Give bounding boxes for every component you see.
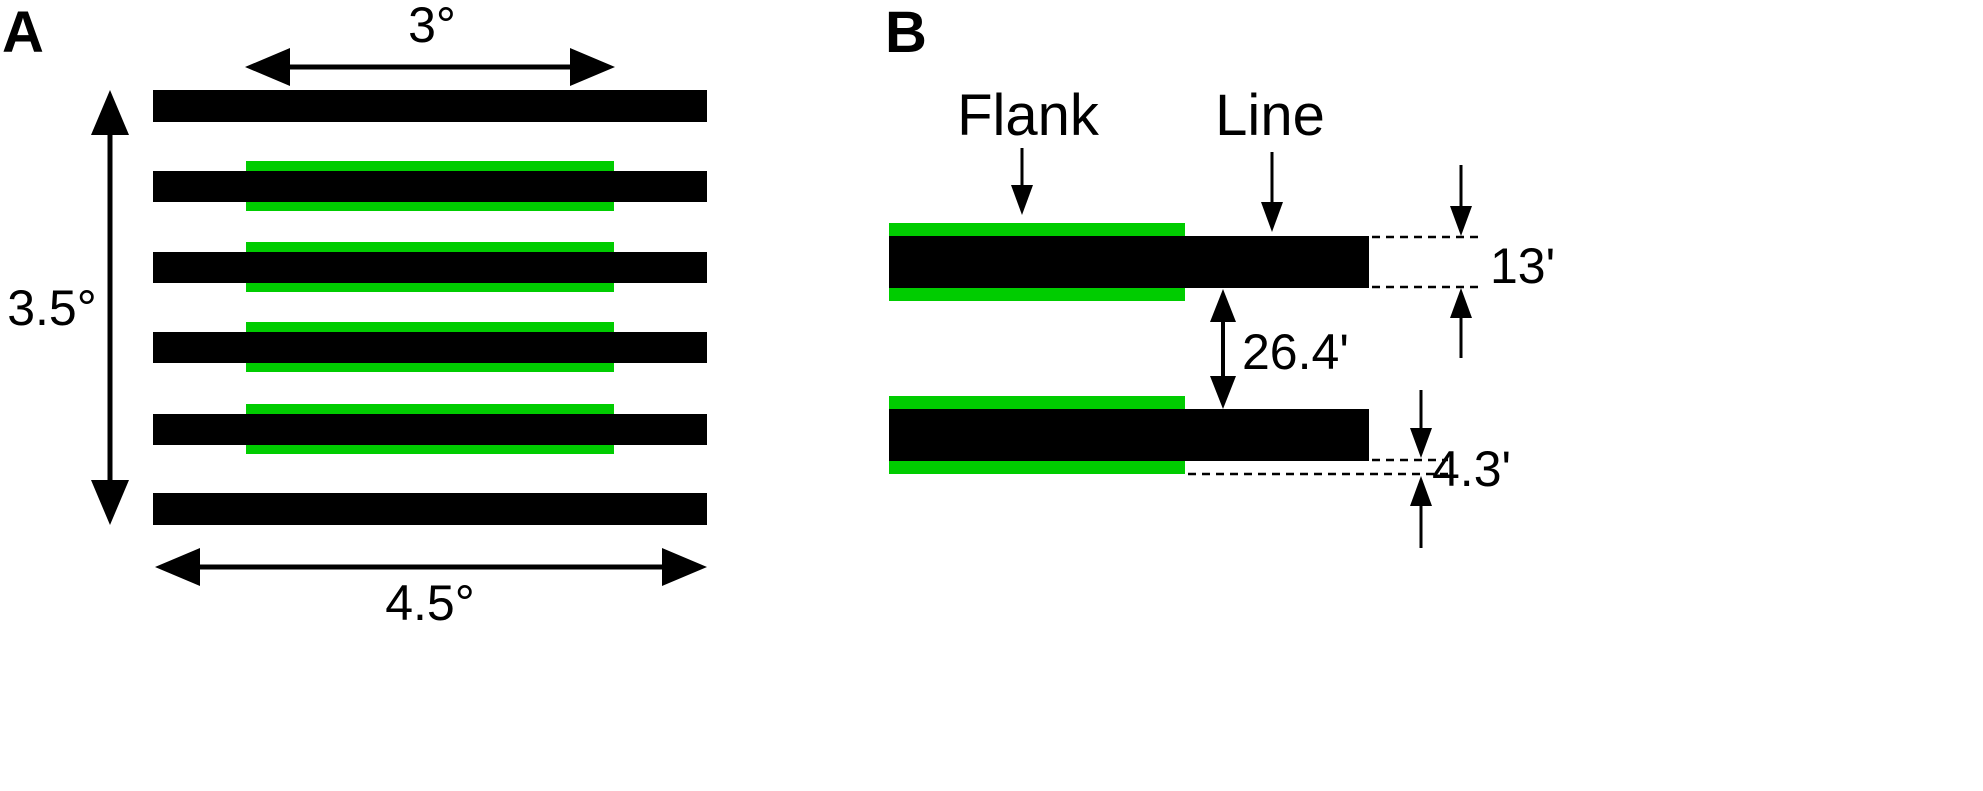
line-label: Line [1215,83,1325,148]
flank-width-arrows [1410,390,1432,548]
line-5 [153,414,707,445]
lower-line [889,409,1369,461]
upper-line [889,236,1369,288]
flank-label: Flank [957,83,1100,148]
line-width-label: 13' [1490,238,1555,294]
flank-width-guides [1188,458,1448,476]
flank-width-arrow [245,48,615,86]
line-3 [153,252,707,283]
lower-flanked-line [889,396,1369,474]
flanked-line-3 [153,242,707,292]
flanked-line-2 [153,161,707,211]
line-width-arrows [1450,165,1472,358]
line-1 [153,90,707,122]
flank-pointer-arrow [1011,148,1033,215]
flank-width-label: 3° [408,0,456,53]
line-pointer-arrow [1261,152,1283,232]
height-arrow [91,90,129,525]
line-width-guides [1372,235,1482,289]
spacing-arrow [1210,289,1236,409]
panel-a: A 3° 3.5° [2,0,707,631]
line-6 [153,493,707,525]
panel-b: B Flank Line [885,0,1555,548]
panel-a-label: A [2,0,44,65]
height-label: 3.5° [7,280,97,336]
panel-b-label: B [885,0,927,65]
flanked-line-5 [153,404,707,454]
spacing-label: 26.4' [1242,324,1349,380]
flank-width-b-label: 4.3' [1432,441,1511,497]
line-4 [153,332,707,363]
total-width-arrow [155,548,707,586]
line-2 [153,171,707,202]
upper-flanked-line [889,223,1369,301]
total-width-label: 4.5° [385,575,475,631]
flanked-line-4 [153,322,707,372]
